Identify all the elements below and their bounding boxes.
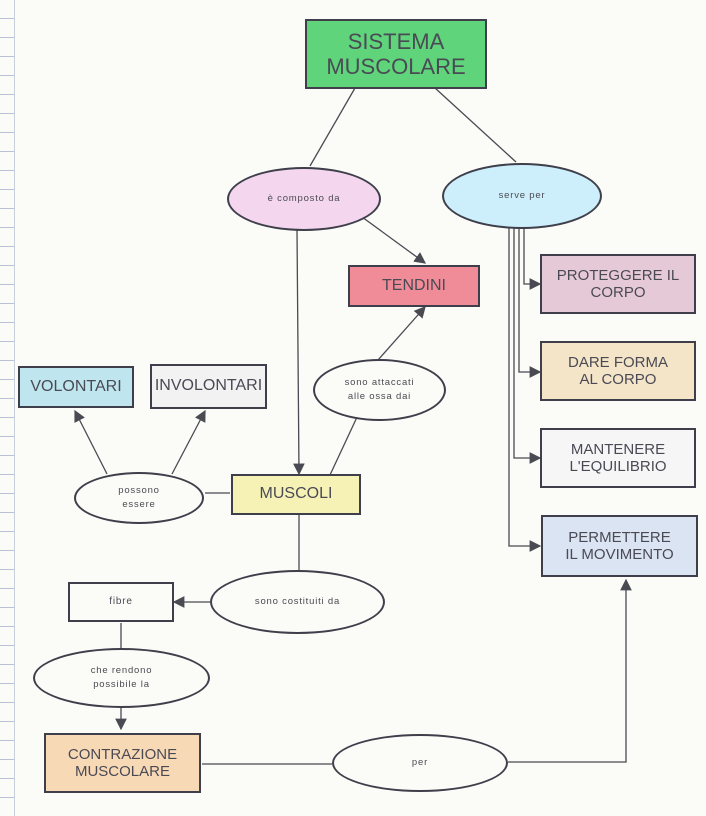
node-che-rendono-possibile-la: che rendono possibile la — [33, 648, 210, 708]
node-involontari: INVOLONTARI — [150, 364, 267, 409]
link-serve-mantenere — [513, 228, 542, 464]
node-sistema-muscolare: SISTEMA MUSCOLARE — [305, 19, 487, 89]
link-muscoli-attaccati — [329, 414, 359, 476]
link-serve-proteggere — [523, 228, 542, 290]
node-e-composto-da: è composto da — [227, 167, 381, 231]
node-dare-forma-al-corpo: DARE FORMA AL CORPO — [540, 341, 696, 401]
link-composto-muscoli — [293, 229, 305, 476]
link-possono-volontari — [74, 409, 108, 475]
node-permettere-il-movimento: PERMETTERE IL MOVIMENTO — [541, 515, 698, 577]
notebook-margin — [0, 0, 15, 816]
node-per: per — [332, 734, 508, 792]
link-sistema-composto — [309, 87, 356, 167]
link-serve-dare-forma — [518, 228, 542, 378]
link-sistema-serve — [434, 87, 517, 163]
node-fibre: fibre — [68, 582, 174, 622]
node-possono-essere: possono essere — [74, 472, 204, 524]
node-serve-per: serve per — [442, 163, 602, 229]
node-sono-costituiti-da: sono costituiti da — [210, 570, 385, 634]
node-tendini: TENDINI — [348, 265, 480, 307]
node-contrazione-muscolare: CONTRAZIONE MUSCOLARE — [44, 733, 201, 793]
node-muscoli: MUSCOLI — [231, 474, 361, 515]
link-serve-permettere — [508, 228, 542, 552]
node-proteggere-il-corpo: PROTEGGERE IL CORPO — [540, 254, 696, 314]
link-per-permettere — [508, 578, 632, 763]
link-attaccati-tendini — [377, 306, 426, 361]
node-sono-attaccati-alle-ossa-dai: sono attaccati alle ossa dai — [313, 359, 446, 421]
link-possono-involontari — [171, 409, 206, 475]
node-mantenere-equilibrio: MANTENERE L'EQUILIBRIO — [540, 428, 696, 488]
node-volontari: VOLONTARI — [18, 366, 134, 408]
link-composto-tendini — [361, 216, 427, 264]
